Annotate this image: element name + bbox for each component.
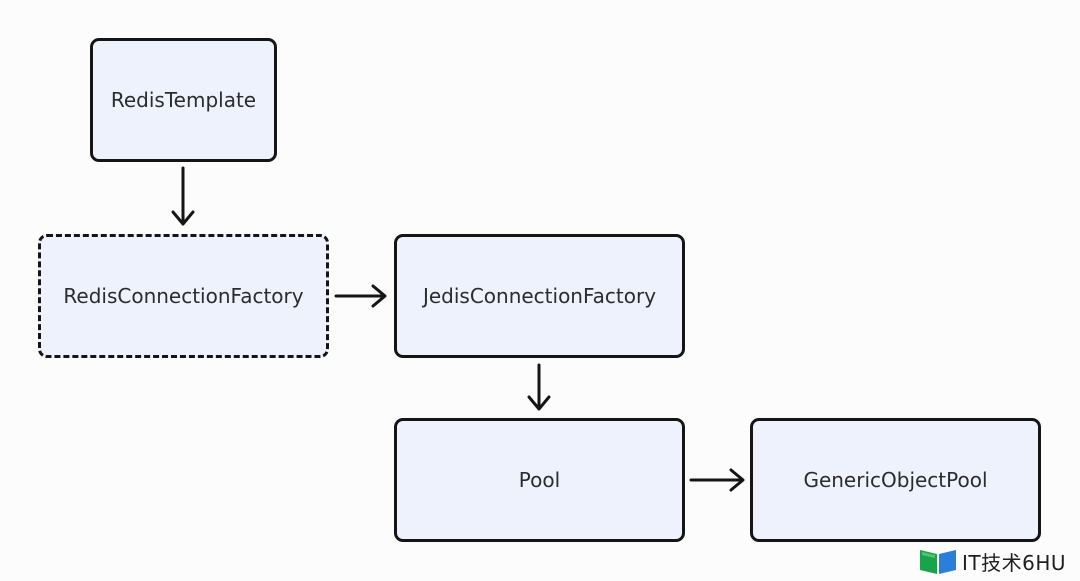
watermark-text: IT技术6HU [962, 550, 1067, 575]
node-jedisconnectionfactory: JedisConnectionFactory [394, 234, 685, 358]
node-label: RedisTemplate [110, 88, 257, 112]
node-label: GenericObjectPool [803, 468, 988, 492]
book-logo-icon [920, 550, 956, 574]
watermark: IT技术6HU [918, 546, 1066, 576]
arrow-jedisconnectionfactory-to-pool [527, 363, 551, 411]
node-redistemplate: RedisTemplate [90, 38, 277, 162]
node-pool: Pool [394, 418, 685, 542]
arrow-redistemplate-to-redisconnectionfactory [171, 166, 195, 226]
node-label: JedisConnectionFactory [422, 284, 657, 308]
arrow-redisconnectionfactory-to-jedisconnectionfactory [334, 284, 387, 308]
node-label: RedisConnectionFactory [63, 284, 304, 308]
arrow-pool-to-genericobjectpool [689, 468, 745, 492]
node-label: Pool [518, 468, 561, 492]
node-redisconnectionfactory: RedisConnectionFactory [38, 234, 329, 358]
node-genericobjectpool: GenericObjectPool [750, 418, 1041, 542]
